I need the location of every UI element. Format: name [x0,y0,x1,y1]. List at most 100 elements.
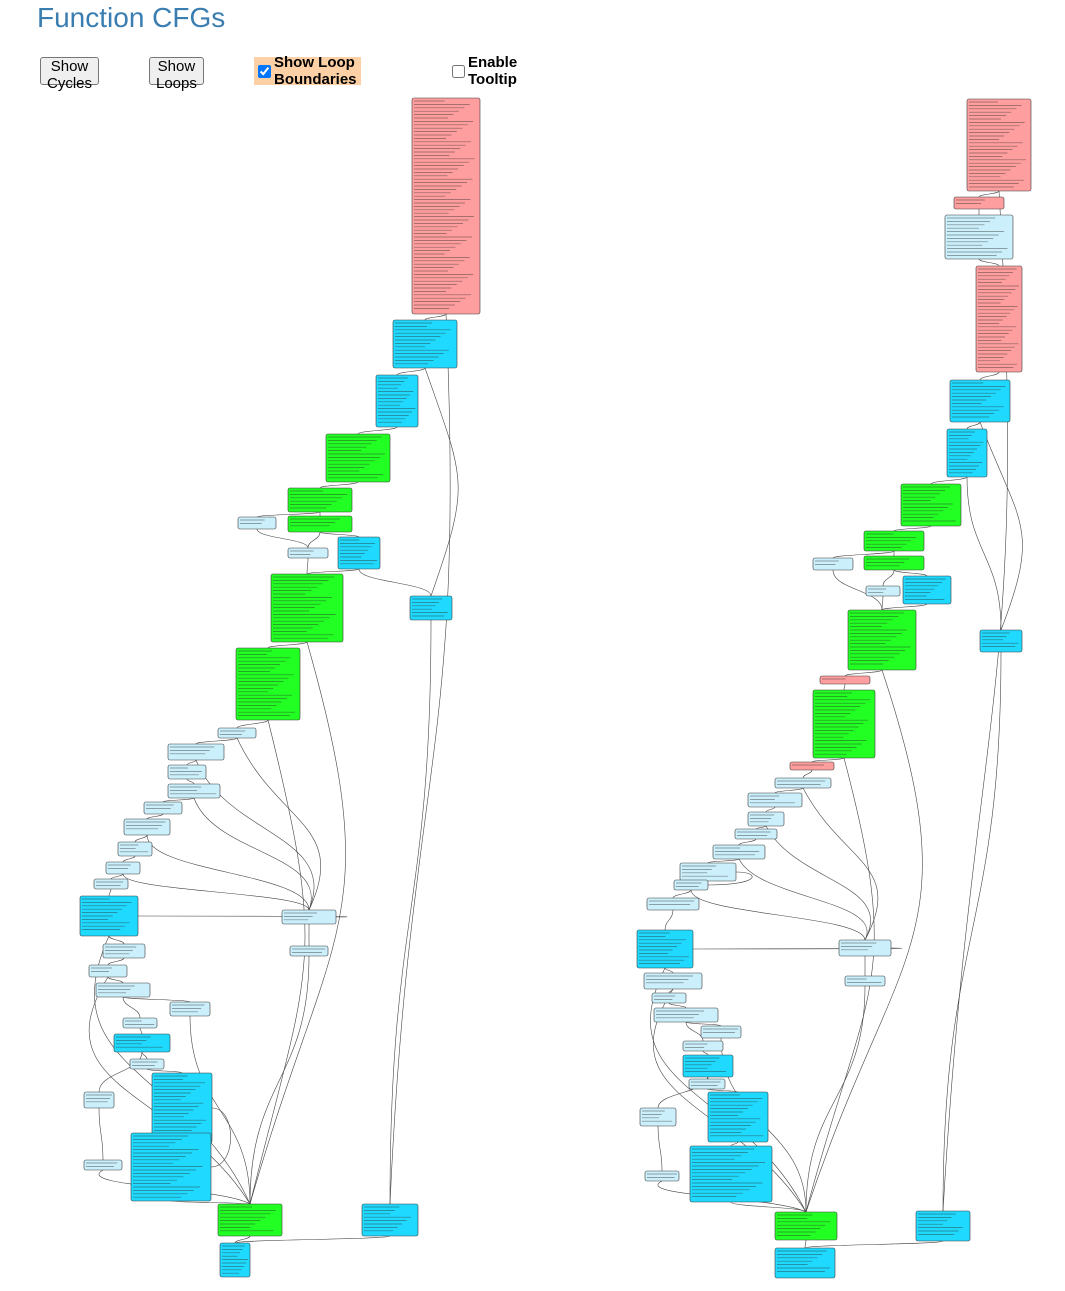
left-cfg-basic-block[interactable] [151,1072,213,1144]
left-cfg-edge [249,719,306,1205]
right-cfg-basic-block[interactable] [646,897,700,911]
left-cfg-basic-block[interactable] [167,783,221,799]
show-loop-boundaries-checkbox[interactable] [258,64,271,78]
right-cfg-basic-block[interactable] [844,975,886,987]
right-cfg-basic-block[interactable] [953,196,1005,210]
right-cfg-basic-block[interactable] [865,585,901,597]
right-cfg-edge [802,787,879,941]
right-cfg-basic-block[interactable] [643,972,703,990]
right-cfg-edge [657,1125,663,1172]
right-cfg-basic-block[interactable] [819,675,871,685]
left-cfg-basic-block[interactable] [411,97,481,315]
right-cfg-basic-block[interactable] [975,265,1023,373]
right-cfg-basic-block[interactable] [651,992,687,1004]
left-cfg-basic-block[interactable] [93,878,129,890]
right-cfg-basic-block[interactable] [644,1170,680,1182]
left-cfg-basic-block[interactable] [95,982,151,998]
right-cfg-basic-block[interactable] [915,1210,971,1242]
left-cfg-basic-block[interactable] [167,764,207,780]
left-cfg-basic-block[interactable] [325,433,391,483]
left-cfg-basic-block[interactable] [123,818,171,836]
right-cfg-basic-block[interactable] [863,530,925,552]
right-cfg-basic-block[interactable] [966,98,1032,192]
right-cfg-basic-block[interactable] [682,1054,734,1078]
left-cfg-basic-block[interactable] [235,647,301,721]
left-cfg-basic-block[interactable] [287,515,353,533]
right-cfg-basic-block[interactable] [679,862,737,882]
right-cfg-basic-block[interactable] [653,1007,719,1023]
left-cfg-basic-block[interactable] [219,1242,251,1278]
right-cfg-basic-block[interactable] [734,828,778,840]
left-cfg-basic-block[interactable] [88,964,128,978]
left-cfg-basic-block[interactable] [287,487,353,513]
right-cfg-edge [730,1141,739,1147]
right-cfg-basic-block[interactable] [639,1107,677,1127]
right-cfg-basic-block[interactable] [863,555,925,571]
right-cfg-basic-block[interactable] [747,811,785,827]
right-cfg-basic-block[interactable] [689,1145,773,1203]
left-cfg-basic-block[interactable] [409,595,453,621]
left-cfg-basic-block[interactable] [102,943,146,959]
right-cfg-basic-block[interactable] [944,214,1014,260]
right-cfg-basic-block[interactable] [847,609,917,671]
right-cfg-basic-block[interactable] [902,575,952,605]
left-cfg-basic-block[interactable] [217,727,257,739]
left-cfg-basic-block[interactable] [105,861,141,875]
left-cfg-edge [195,759,315,911]
left-cfg-basic-block[interactable] [169,1001,211,1017]
left-cfg-basic-block[interactable] [270,573,344,643]
show-loop-boundaries-label: Show Loop Boundaries [274,54,357,88]
right-cfg-basic-block[interactable] [979,629,1023,653]
left-cfg-basic-block[interactable] [281,909,337,925]
right-cfg-basic-block[interactable] [774,777,832,789]
right-cfg-edge [844,669,883,677]
right-cfg-basic-block[interactable] [949,379,1011,423]
left-cfg-edge [186,778,195,785]
right-cfg-basic-block[interactable] [707,1091,769,1143]
show-loop-boundaries-toggle[interactable]: Show Loop Boundaries [254,54,361,88]
right-cfg-basic-block[interactable] [838,939,892,957]
left-cfg-basic-block[interactable] [143,801,183,815]
right-cfg-basic-block[interactable] [946,428,988,478]
right-cfg-basic-block[interactable] [636,929,694,969]
left-cfg-edge [307,531,321,549]
right-cfg-basic-block[interactable] [747,792,803,808]
show-loops-button[interactable]: Show Loops [149,57,204,92]
left-cfg-basic-block[interactable] [237,516,277,530]
right-cfg-basic-block[interactable] [700,1025,742,1039]
right-cfg-basic-block[interactable] [688,1078,726,1090]
right-cfg-basic-block[interactable] [900,483,962,527]
left-cfg-basic-block[interactable] [117,841,153,857]
right-cfg-basic-block[interactable] [812,557,854,571]
right-cfg-edge [843,683,846,691]
left-cfg-basic-block[interactable] [83,1091,115,1109]
left-cfg-edge [236,737,321,911]
left-cfg-basic-block[interactable] [113,1033,171,1053]
right-cfg-basic-block[interactable] [812,689,876,759]
left-cfg-basic-block[interactable] [217,1203,283,1237]
left-cfg-basic-block[interactable] [122,1017,158,1029]
show-cycles-button[interactable]: Show Cycles [40,57,99,92]
left-cfg-basic-block[interactable] [289,945,329,957]
right-cfg-basic-block[interactable] [774,1211,838,1241]
left-cfg-edge [107,957,125,966]
left-cfg-basic-block[interactable] [361,1203,419,1237]
left-cfg-basic-block[interactable] [79,895,139,937]
right-cfg-basic-block[interactable] [712,844,766,860]
left-cfg-basic-block[interactable] [375,374,419,428]
right-cfg-basic-block[interactable] [789,761,835,771]
left-cfg-basic-block[interactable] [130,1132,212,1202]
left-cfg-basic-block[interactable] [129,1058,165,1070]
right-cfg-edge [738,858,868,941]
left-cfg-edge [319,531,360,538]
right-cfg-basic-block[interactable] [774,1247,836,1279]
left-cfg-basic-block[interactable] [167,743,225,761]
right-cfg-basic-block[interactable] [673,879,709,891]
left-cfg-basic-block[interactable] [392,319,458,369]
left-cfg-basic-block[interactable] [287,547,329,559]
right-cfg-basic-block[interactable] [682,1040,724,1052]
left-cfg-basic-block[interactable] [337,536,381,570]
enable-tooltip-toggle[interactable]: Enable Tooltip [448,54,517,88]
enable-tooltip-checkbox[interactable] [452,64,465,78]
left-cfg-basic-block[interactable] [83,1159,123,1171]
